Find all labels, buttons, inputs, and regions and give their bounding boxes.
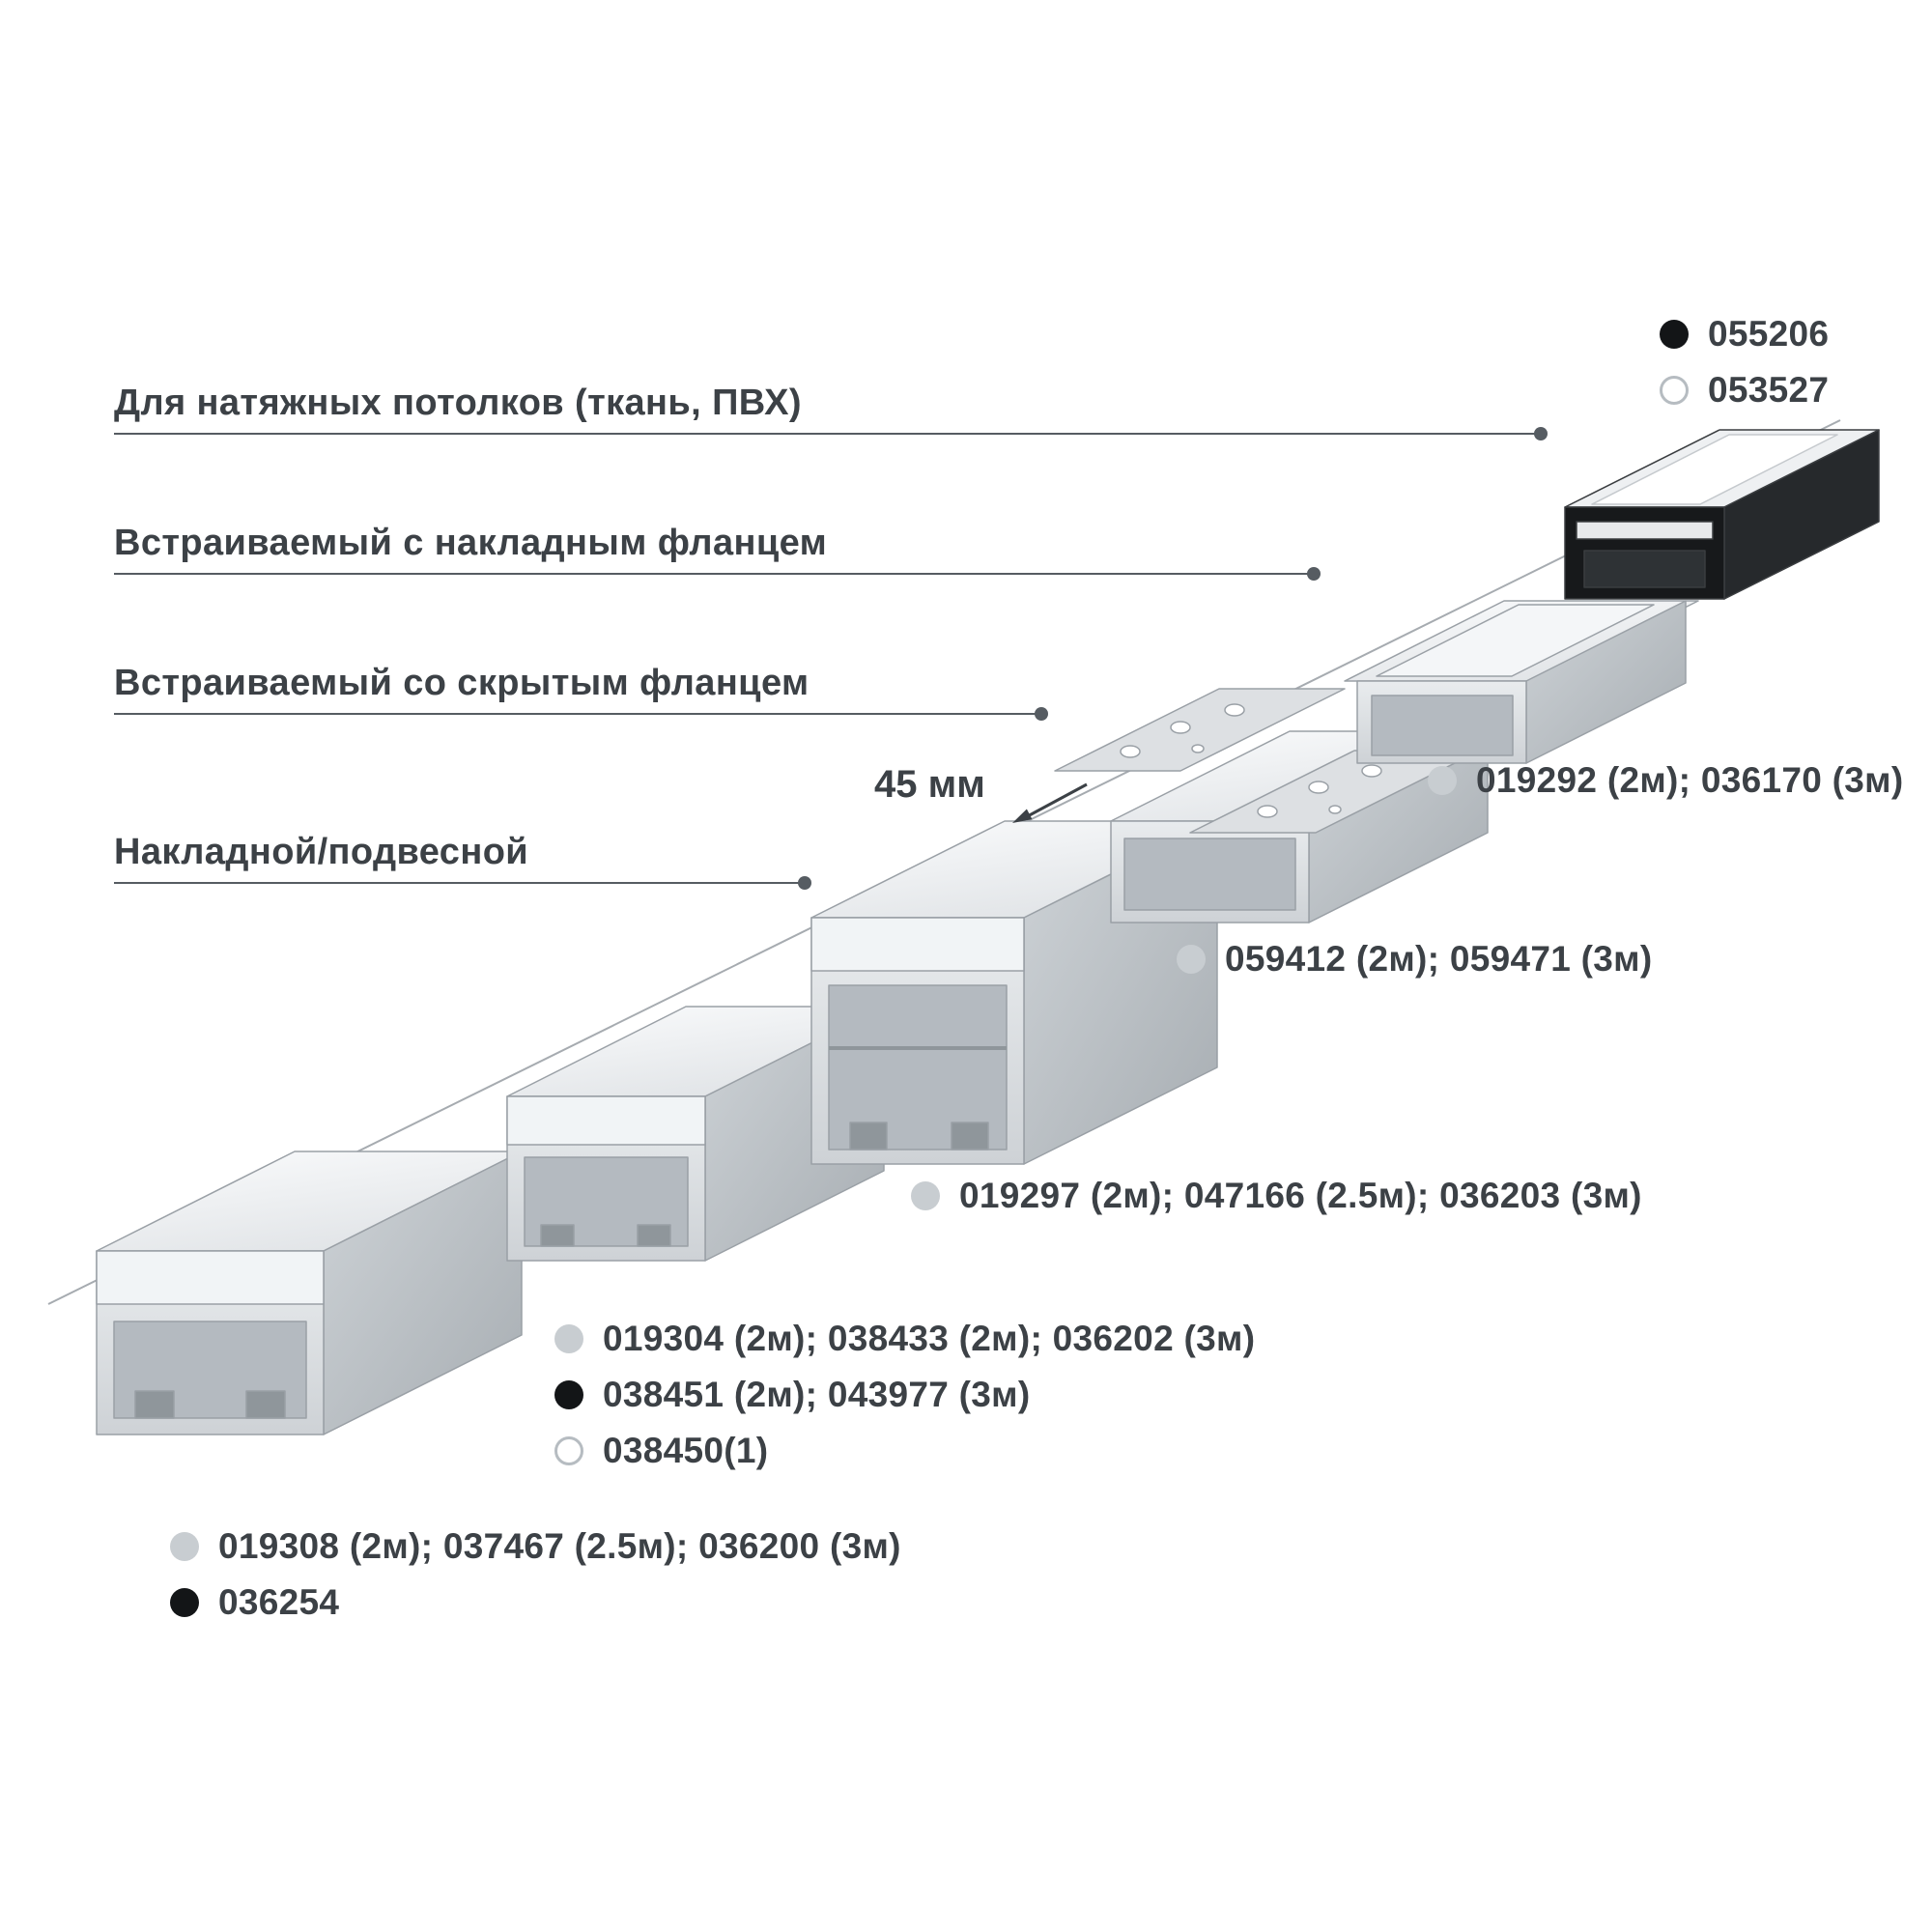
product-code: 019292 (2м); 036170 (3м) xyxy=(1476,760,1904,800)
profile-surface-small xyxy=(96,1151,523,1435)
code-row: 038450(1) xyxy=(554,1430,1255,1472)
marker-dot xyxy=(554,1324,583,1353)
marker-dot xyxy=(170,1588,199,1617)
marker-dot xyxy=(554,1380,583,1409)
code-row: 055206 xyxy=(1660,313,1829,355)
category-label-surface-suspended: Накладной/подвесной xyxy=(114,831,811,890)
marker-dot xyxy=(911,1181,940,1210)
category-label-text: Накладной/подвесной xyxy=(114,832,529,872)
profile-recessed-surface-flange xyxy=(1344,600,1699,764)
product-code: 019304 (2м); 038433 (2м); 036202 (3м) xyxy=(603,1319,1256,1358)
code-row: 019292 (2м); 036170 (3м) xyxy=(1428,759,1903,802)
category-label-recessed-surface-flange: Встраиваемый с накладным фланцем xyxy=(114,522,1321,581)
product-code: 053527 xyxy=(1708,370,1830,410)
product-code: 038450(1) xyxy=(603,1431,769,1470)
category-label-recessed-hidden-flange: Встраиваемый со скрытым фланцем xyxy=(114,662,1048,721)
marker-dot xyxy=(554,1436,583,1465)
code-group-surface-medium: 019304 (2м); 038433 (2м); 036202 (3м) 03… xyxy=(554,1318,1255,1472)
marker-dot xyxy=(170,1532,199,1561)
category-label-text: Встраиваемый со скрытым фланцем xyxy=(114,663,810,703)
profile-surface-medium xyxy=(506,1006,885,1262)
code-group-recessed-surface-flange: 019292 (2м); 036170 (3м) xyxy=(1428,759,1903,802)
product-code: 019308 (2м); 037467 (2.5м); 036200 (3м) xyxy=(218,1526,901,1566)
profile-stretch-ceiling-black xyxy=(1564,429,1880,600)
category-label-text: Для натяжных потолков (ткань, ПВХ) xyxy=(114,383,802,423)
dimension-label: 45 мм xyxy=(874,763,985,806)
product-code: 036254 xyxy=(218,1582,340,1622)
code-row: 019297 (2м); 047166 (2.5м); 036203 (3м) xyxy=(911,1175,1642,1217)
code-group-recessed-hidden-flange: 059412 (2м); 059471 (3м) xyxy=(1177,938,1652,980)
marker-dot xyxy=(1660,376,1689,405)
product-code: 059412 (2м); 059471 (3м) xyxy=(1225,939,1653,979)
category-label-text: Встраиваемый с накладным фланцем xyxy=(114,523,828,563)
category-label-stretch-ceiling: Для натяжных потолков (ткань, ПВХ) xyxy=(114,382,1548,440)
code-group-stretch-ceiling: 055206 053527 xyxy=(1660,313,1829,412)
code-group-surface-large: 019297 (2м); 047166 (2.5м); 036203 (3м) xyxy=(911,1175,1642,1217)
marker-dot xyxy=(1428,766,1457,795)
code-row: 053527 xyxy=(1660,369,1829,412)
marker-dot xyxy=(1177,945,1206,974)
product-code: 055206 xyxy=(1708,314,1830,354)
code-group-surface-small: 019308 (2м); 037467 (2.5м); 036200 (3м) … xyxy=(170,1525,901,1624)
marker-dot xyxy=(1660,320,1689,349)
code-row: 036254 xyxy=(170,1581,901,1624)
product-code: 038451 (2м); 043977 (3м) xyxy=(603,1375,1031,1414)
dimension-arrow xyxy=(1012,782,1088,823)
code-row: 019304 (2м); 038433 (2м); 036202 (3м) xyxy=(554,1318,1255,1360)
code-row: 038451 (2м); 043977 (3м) xyxy=(554,1374,1255,1416)
product-code: 019297 (2м); 047166 (2.5м); 036203 (3м) xyxy=(959,1176,1642,1215)
code-row: 059412 (2м); 059471 (3м) xyxy=(1177,938,1652,980)
code-row: 019308 (2м); 037467 (2.5м); 036200 (3м) xyxy=(170,1525,901,1568)
